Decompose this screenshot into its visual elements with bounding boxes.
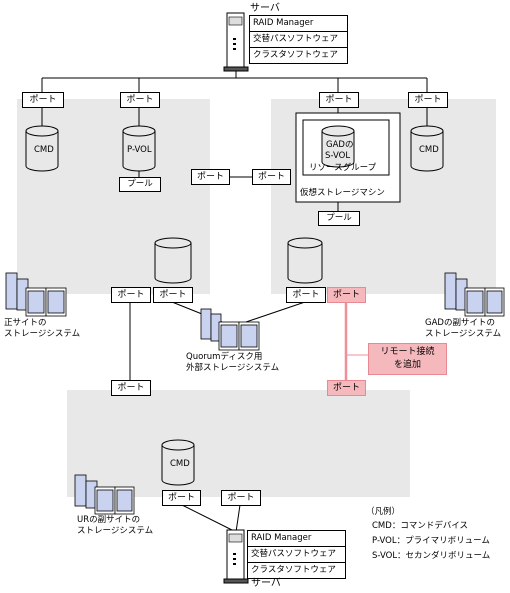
port-primary-cmd: ポート [22, 92, 64, 108]
gad-secondary-site-label-line2: ストレージシステム [425, 329, 502, 339]
primary-site-label-line2: ストレージシステム [4, 329, 81, 339]
cmd-volume-primary [25, 125, 59, 172]
gad-secondary-site-label-line1: GADの副サイトの [425, 318, 495, 328]
primary-external-volume [154, 237, 192, 284]
ur-secondary-site-label-line1: URの副サイトの [77, 515, 141, 525]
quorum-label-line2: 外部ストレージシステム [186, 363, 280, 373]
cmd-volume-ur-secondary [161, 439, 195, 486]
port-gad-remote-added: ポート [327, 287, 366, 303]
port-ur-server-2: ポート [221, 490, 261, 506]
resource-group-label: リソースグループ [309, 163, 377, 173]
connection-lines [41, 68, 428, 533]
gad-svol-label-line1: GADの [326, 140, 354, 150]
software-raid-manager: RAID Manager [248, 531, 345, 547]
ur-secondary-site-area [67, 390, 410, 497]
port-gad-inter: ポート [252, 169, 291, 185]
port-gad-cmd: ポート [408, 92, 448, 108]
legend-title: （凡例） [366, 507, 401, 517]
port-primary-inter: ポート [191, 169, 230, 185]
port-gad-external: ポート [286, 287, 326, 303]
ur-secondary-site-label-line2: ストレージシステム [77, 526, 154, 536]
legend-item-cmd: CMD：コマンドデバイス [372, 521, 469, 531]
gad-secondary-external-volume [287, 237, 323, 284]
pool-primary: プール [119, 177, 161, 192]
cmd-label-ur: CMD [170, 459, 190, 469]
pool-gad: プール [318, 211, 360, 226]
quorum-label-line1: Quorumディスク用 [186, 352, 263, 362]
port-primary-pvol: ポート [120, 92, 160, 108]
gad-svol-volume [321, 125, 355, 168]
port-primary-remote: ポート [111, 287, 151, 303]
cmd-label-gad: CMD [419, 145, 439, 155]
port-ur-gad-link: ポート [327, 380, 366, 396]
software-cluster: クラスタソフトウェア [253, 50, 338, 60]
legend-item-pvol: P-VOL：プライマリボリューム [372, 536, 490, 546]
quorum-storage-system-icon [200, 308, 260, 351]
gad-secondary-storage-system-icon [444, 272, 505, 317]
software-path: 交替パスソフトウェア [248, 547, 345, 563]
pvol-volume [122, 125, 156, 172]
legend-item-svol: S-VOL：セカンダリボリューム [372, 551, 491, 561]
server-top [223, 12, 249, 72]
cmd-label-primary: CMD [34, 145, 54, 155]
primary-site-label-line1: 正サイトの [4, 318, 47, 328]
cmd-volume-gad-secondary [410, 125, 444, 172]
software-cluster: クラスタソフトウェア [251, 565, 336, 575]
port-ur-primary-link: ポート [111, 380, 151, 396]
port-primary-external: ポート [153, 287, 193, 303]
server-top-label: サーバ [250, 3, 280, 14]
virtual-storage-machine-label: 仮想ストレージマシン [300, 188, 385, 198]
port-gad-svol: ポート [319, 92, 359, 108]
callout-line2: を追加 [393, 360, 421, 370]
gad-svol-label-line2: S-VOL [325, 151, 351, 161]
server-bottom-software-list: RAID Manager 交替パスソフトウェア クラスタソフトウェア [247, 530, 346, 579]
remote-connection-callout: リモート接続 を追加 [368, 343, 447, 375]
port-ur-server-1: ポート [162, 490, 201, 506]
server-top-software-list: RAID Manager 交替パスソフトウェア クラスタソフトウェア [249, 15, 348, 64]
software-path: 交替パスソフトウェア [250, 32, 347, 48]
ur-secondary-storage-system-icon [74, 474, 135, 515]
software-raid-manager: RAID Manager [250, 16, 347, 32]
callout-line1: リモート接続 [380, 347, 435, 357]
server-bottom-label: サーバ [251, 578, 281, 589]
server-bottom [223, 529, 249, 584]
primary-storage-system-icon [5, 272, 67, 317]
pvol-label: P-VOL [127, 145, 152, 155]
